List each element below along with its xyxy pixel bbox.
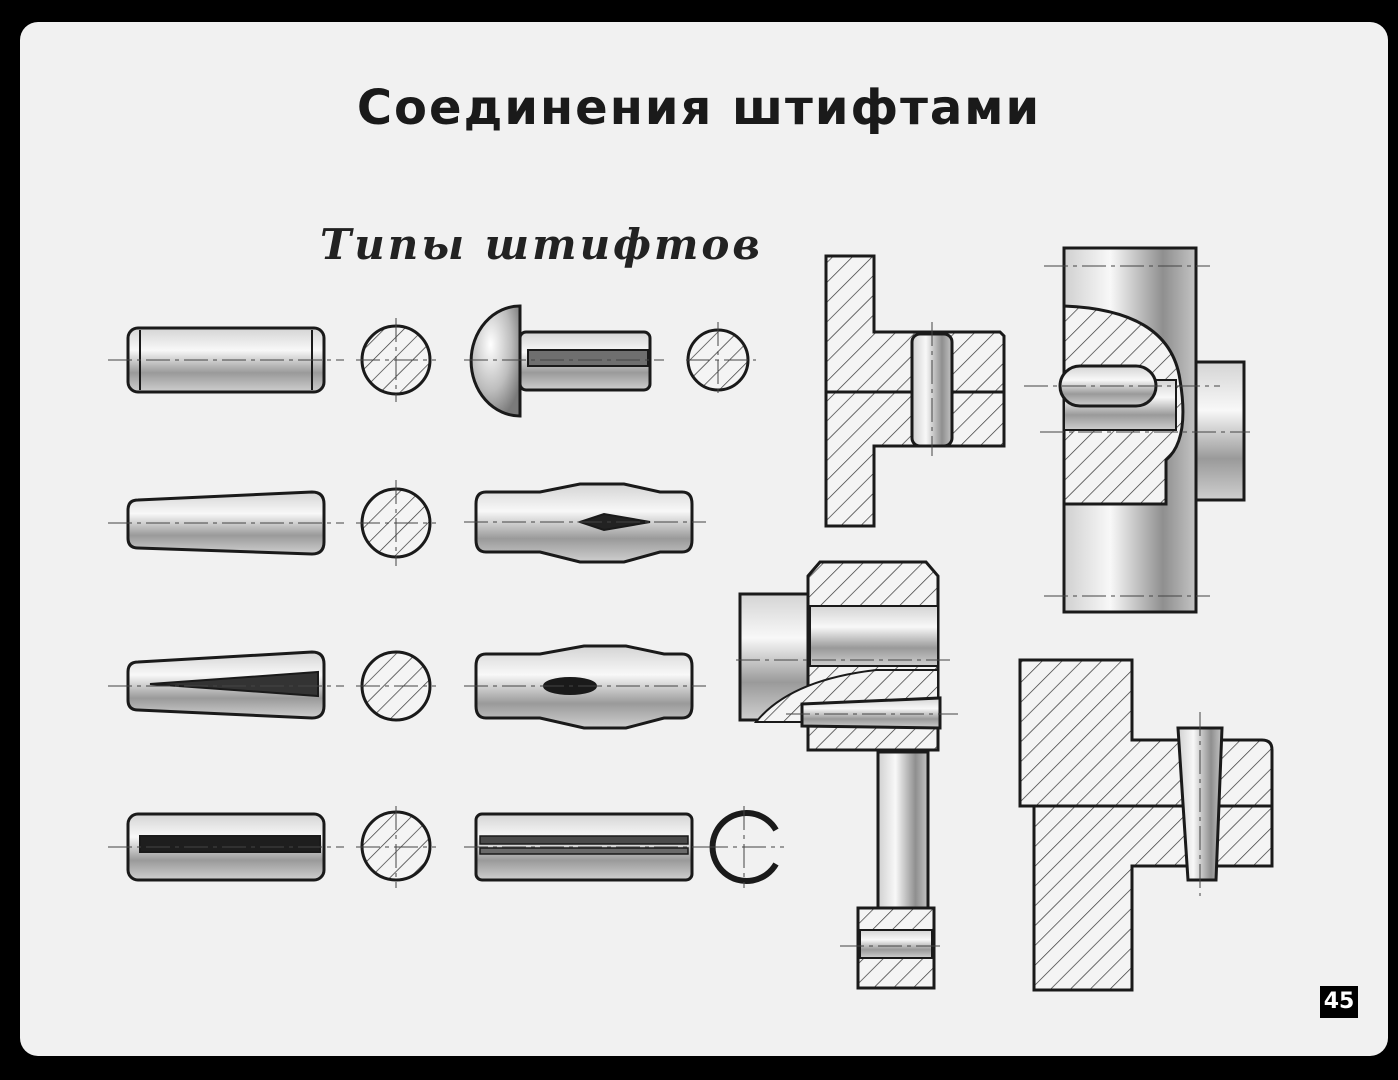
page-number-badge: 45 [1320,986,1358,1018]
lever-with-tapered-pin [738,560,942,990]
wheel-hub-with-grooved-pin [1058,246,1246,614]
mid-notched-pin [474,644,694,730]
tapered-grooved-pin [126,650,326,720]
half-round-head-grooved-pin [469,304,652,418]
section-subtitle: Типы штифтов [320,220,764,269]
center-lines [108,265,1250,947]
stepped-joint-with-tapered-pin [1018,658,1274,992]
center-notched-pin [474,482,694,564]
flange-with-cylindrical-pin [824,254,1006,528]
slide-title: Соединения штифтами [356,80,1042,136]
